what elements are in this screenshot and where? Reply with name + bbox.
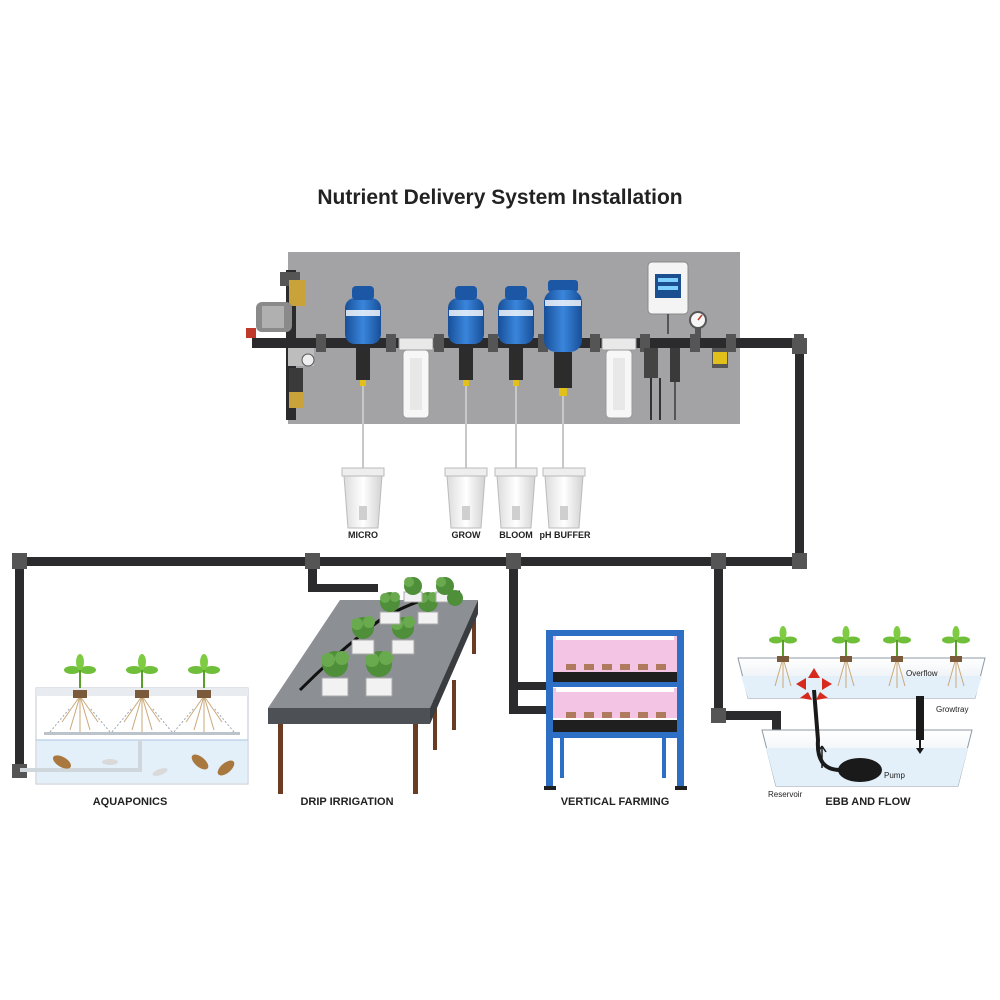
pressure-gauge xyxy=(689,311,707,338)
diagram-title: Nutrient Delivery System Installation xyxy=(317,186,683,209)
vertical-farming-rack xyxy=(544,630,687,790)
injector-bloom xyxy=(498,286,534,386)
aquaponics-plants xyxy=(64,654,220,688)
filter-housing-left xyxy=(398,337,434,419)
aquaponics-system xyxy=(20,654,249,785)
ebb-label-pump: Pump xyxy=(884,771,905,780)
bucket-label-grow: GROW xyxy=(452,530,482,540)
distribution-fittings xyxy=(12,338,807,778)
bucket-ph-buffer xyxy=(542,467,586,529)
bucket-label-micro: MICRO xyxy=(348,530,378,540)
system-label-ebb-and-flow: EBB AND FLOW xyxy=(825,796,911,808)
ebb-plants xyxy=(769,626,970,688)
pump-icon xyxy=(838,758,882,782)
filter-housing-right xyxy=(601,337,637,419)
outlet-valve xyxy=(712,348,728,368)
distribution-piping xyxy=(15,343,804,772)
system-label-aquaponics: AQUAPONICS xyxy=(93,796,168,808)
bucket-grow xyxy=(444,467,488,529)
controller-box xyxy=(644,261,689,420)
bucket-label-bloom: BLOOM xyxy=(499,530,533,540)
system-label-vertical-farming: VERTICAL FARMING xyxy=(561,796,670,808)
ebb-label-reservoir: Reservoir xyxy=(768,790,803,799)
bucket-label-ph-buffer: pH BUFFER xyxy=(540,530,591,540)
bucket-bloom xyxy=(494,467,538,529)
injector-micro xyxy=(345,286,381,386)
aquaponics-fish xyxy=(52,754,235,776)
aquaponics-roots xyxy=(61,695,223,734)
feed-tubes xyxy=(362,386,564,468)
ebb-and-flow-system xyxy=(737,626,986,787)
bucket-micro xyxy=(341,467,385,529)
injector-ph-buffer xyxy=(544,280,582,396)
ebb-label-overflow: Overflow xyxy=(906,669,938,678)
injector-grow xyxy=(448,286,484,386)
system-label-drip-irrigation: DRIP IRRIGATION xyxy=(300,796,393,808)
inlet-valve-assembly xyxy=(246,272,315,408)
drip-plants xyxy=(321,577,463,697)
ebb-label-growtray: Growtray xyxy=(936,705,968,714)
drip-irrigation-system xyxy=(268,577,478,794)
